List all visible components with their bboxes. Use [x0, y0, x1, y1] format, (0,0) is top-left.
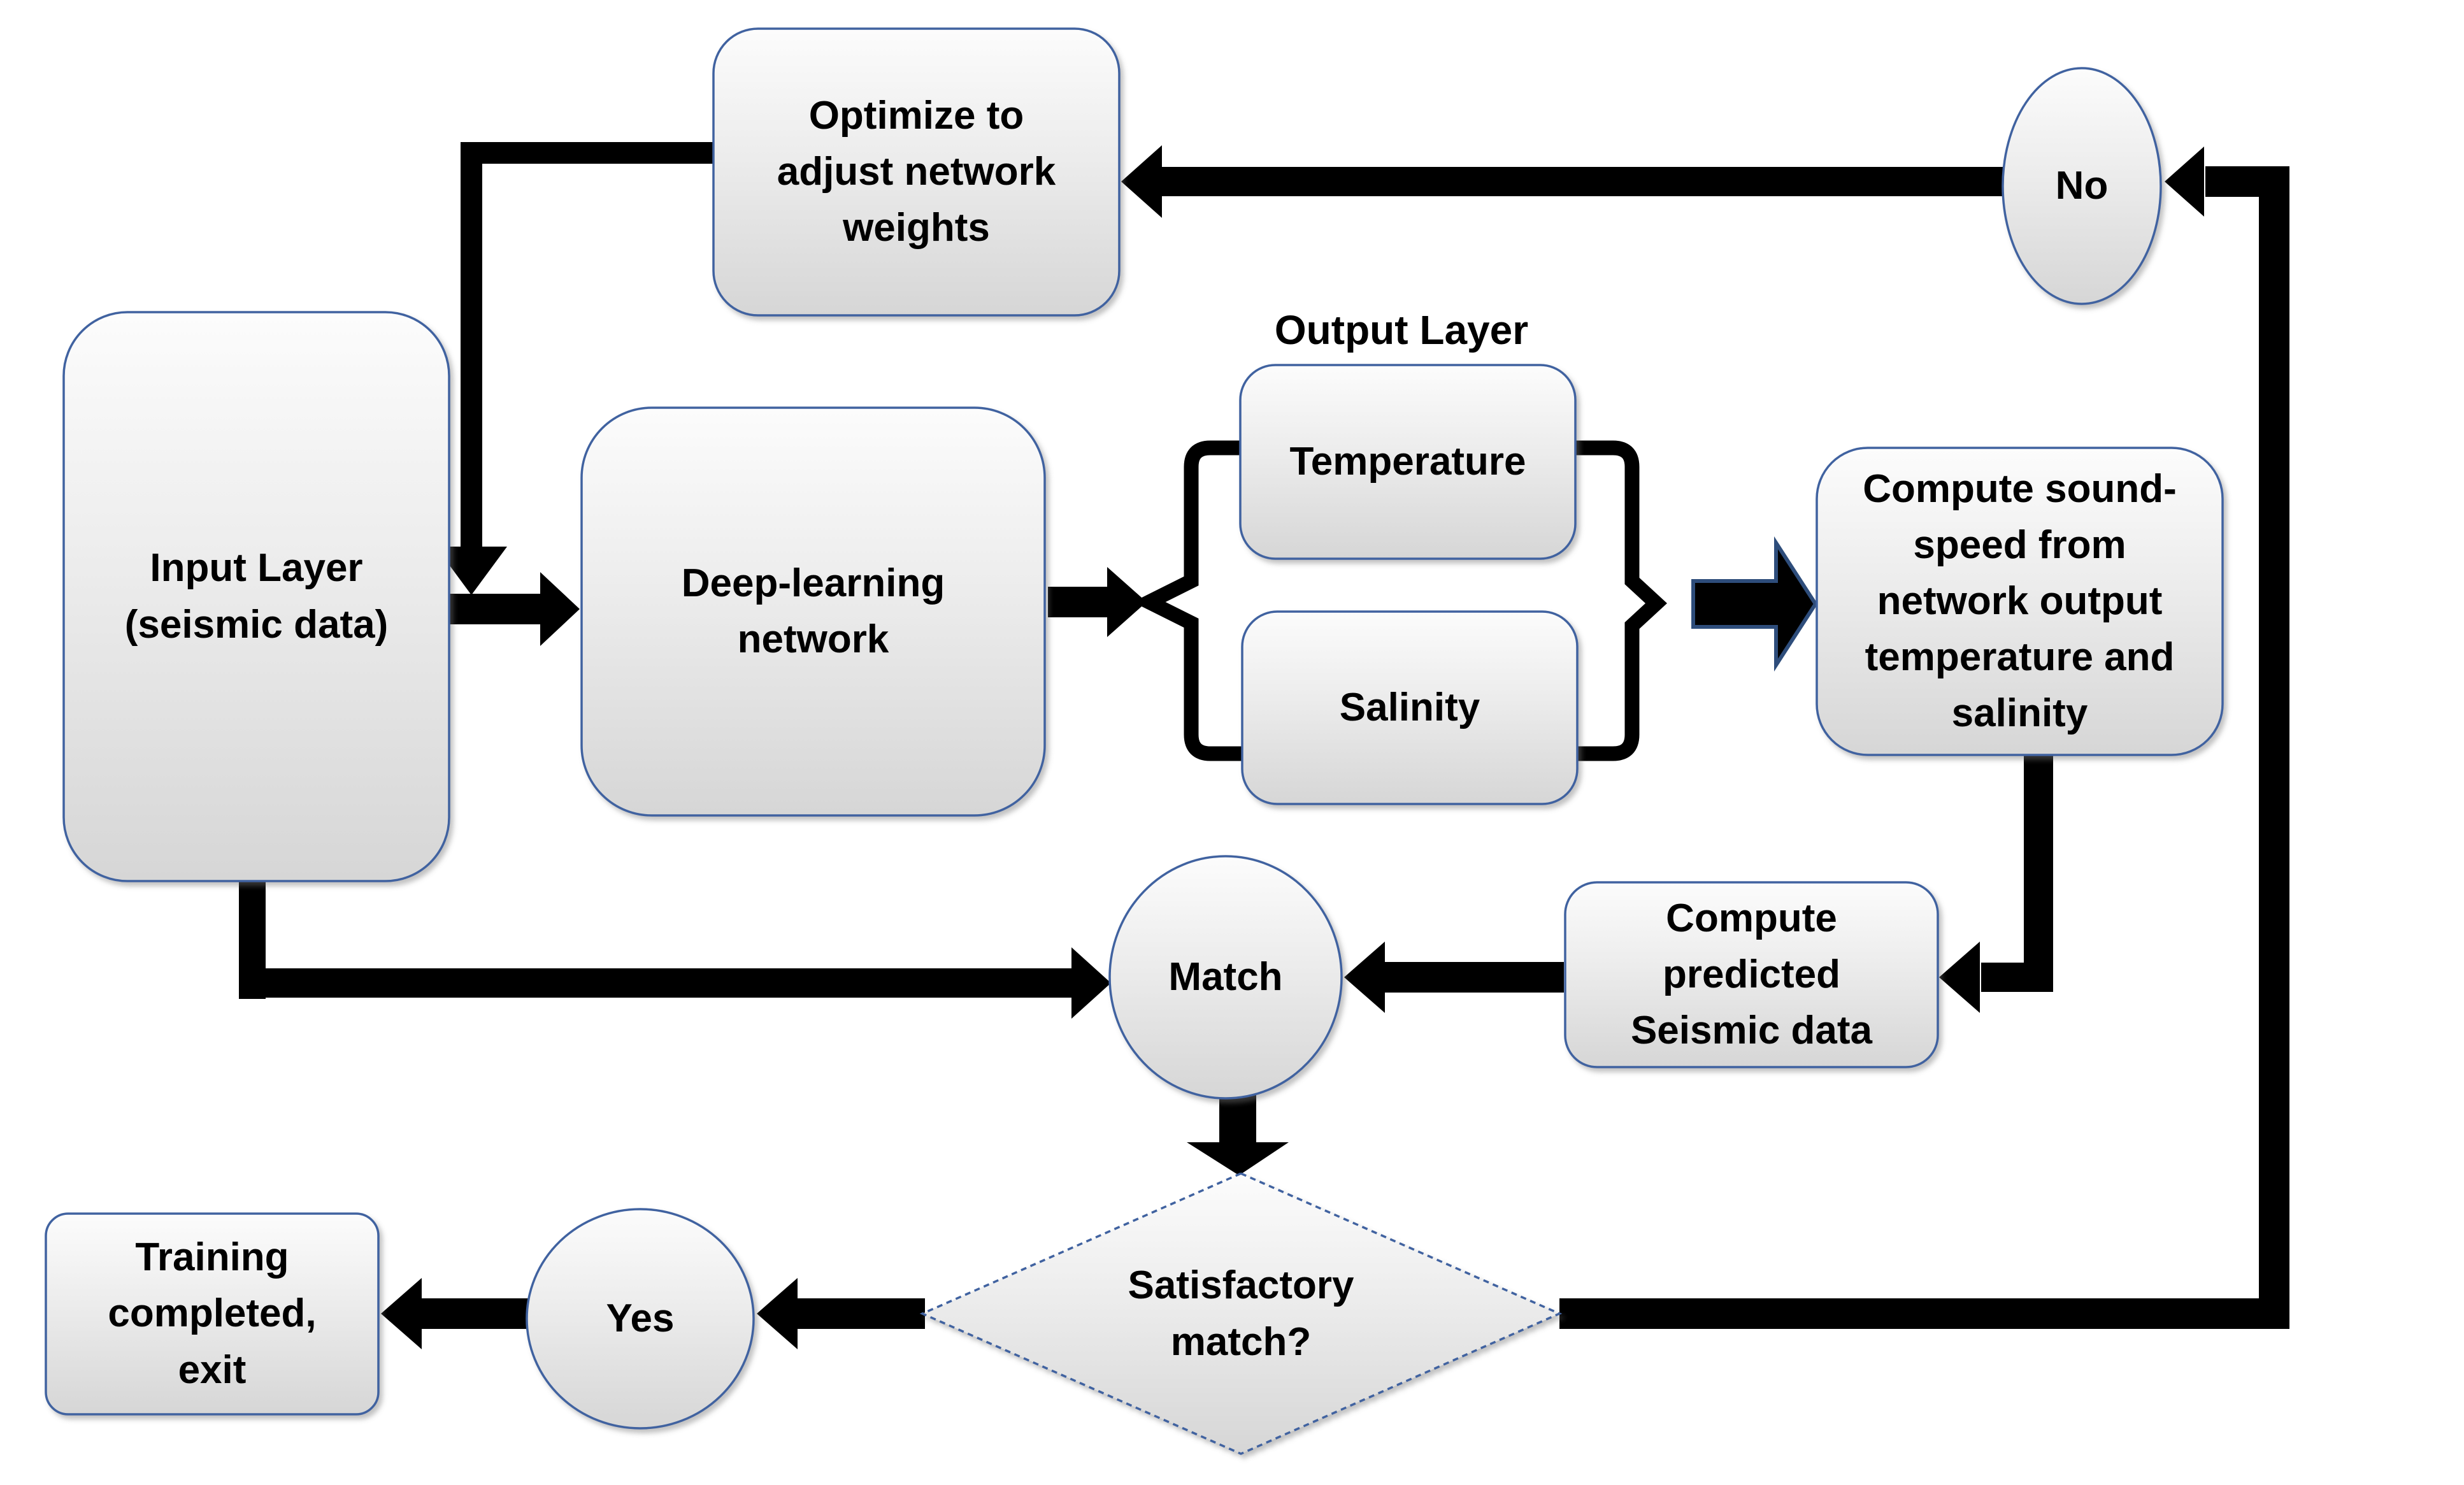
node-input-box — [62, 311, 450, 882]
arrow-deep-to-output-layer — [1048, 567, 1147, 637]
node-optimize-box — [712, 27, 1121, 317]
node-temperature-box — [1239, 364, 1577, 560]
arrow-predicted-to-match — [1344, 942, 1564, 1013]
arrow-match-to-decision — [1187, 1091, 1289, 1175]
node-no-circle — [2002, 67, 2162, 305]
node-decision-diamond — [919, 1172, 1563, 1455]
node-predicted-box — [1564, 881, 1939, 1068]
node-match-circle — [1108, 855, 1343, 1100]
arrow-decision-to-yes — [757, 1278, 925, 1349]
node-soundspeed-box — [1816, 447, 2224, 756]
brace-right-output-layer — [1575, 440, 1667, 761]
arrow-decision-to-no — [1559, 147, 2289, 1329]
node-salinity-box — [1241, 610, 1579, 805]
node-training-box — [45, 1212, 380, 1416]
arrow-input-to-match — [239, 881, 1111, 1019]
node-yes-circle — [526, 1208, 755, 1430]
arrow-input-to-deep — [449, 572, 580, 646]
arrow-yes-to-training — [381, 1278, 529, 1349]
node-deep-box — [580, 406, 1046, 817]
arrow-soundspeed-to-predicted — [1939, 754, 2053, 1013]
brace-left-output-layer — [1133, 440, 1243, 761]
arrow-no-to-optimize — [1121, 145, 2003, 218]
arrow-optimize-to-network-input — [436, 142, 715, 595]
arrow-outputs-to-soundspeed — [1691, 536, 1818, 672]
